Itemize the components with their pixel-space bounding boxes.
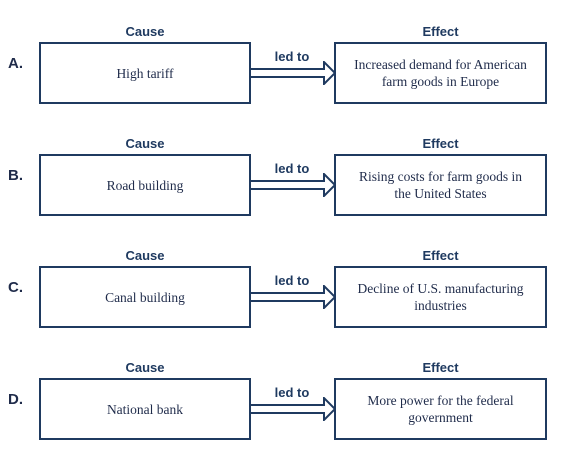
cause-box: Canal building xyxy=(39,266,251,328)
cause-header: Cause xyxy=(125,136,165,151)
effect-text: Increased demand for American farm goods… xyxy=(354,57,527,89)
led-to-label: led to xyxy=(274,273,310,288)
effect-text: Decline of U.S. manufacturing industries xyxy=(357,281,524,313)
option-letter: C. xyxy=(8,279,23,296)
option-c[interactable]: C. Cause Effect Canal building led to De… xyxy=(0,248,568,360)
led-to-label: led to xyxy=(274,161,310,176)
cause-box: High tariff xyxy=(39,42,251,104)
cause-box: Road building xyxy=(39,154,251,216)
double-arrow-icon xyxy=(250,285,336,309)
double-arrow-icon xyxy=(250,173,336,197)
cause-text: National bank xyxy=(106,401,184,417)
effect-box: More power for the federal government xyxy=(334,378,547,440)
option-letter: A. xyxy=(8,55,23,72)
effect-text: Rising costs for farm goods in the Unite… xyxy=(358,169,523,201)
cause-text: Canal building xyxy=(105,289,185,305)
option-d[interactable]: D. Cause Effect National bank led to Mor… xyxy=(0,360,568,472)
led-to-label: led to xyxy=(274,385,310,400)
cause-text: Road building xyxy=(106,177,184,193)
led-to-label: led to xyxy=(274,49,310,64)
cause-header: Cause xyxy=(125,24,165,39)
effect-box: Increased demand for American farm goods… xyxy=(334,42,547,104)
effect-header: Effect xyxy=(422,136,459,151)
effect-box: Rising costs for farm goods in the Unite… xyxy=(334,154,547,216)
effect-box: Decline of U.S. manufacturing industries xyxy=(334,266,547,328)
effect-header: Effect xyxy=(422,24,459,39)
cause-box: National bank xyxy=(39,378,251,440)
double-arrow-icon xyxy=(250,61,336,85)
effect-text: More power for the federal government xyxy=(367,393,514,425)
effect-header: Effect xyxy=(422,248,459,263)
cause-header: Cause xyxy=(125,360,165,375)
option-letter: B. xyxy=(8,167,23,184)
double-arrow-icon xyxy=(250,397,336,421)
cause-text: High tariff xyxy=(116,65,174,81)
cause-header: Cause xyxy=(125,248,165,263)
option-a[interactable]: A. Cause Effect High tariff led to Incre… xyxy=(0,24,568,136)
option-letter: D. xyxy=(8,391,23,408)
effect-header: Effect xyxy=(422,360,459,375)
option-b[interactable]: B. Cause Effect Road building led to Ris… xyxy=(0,136,568,248)
